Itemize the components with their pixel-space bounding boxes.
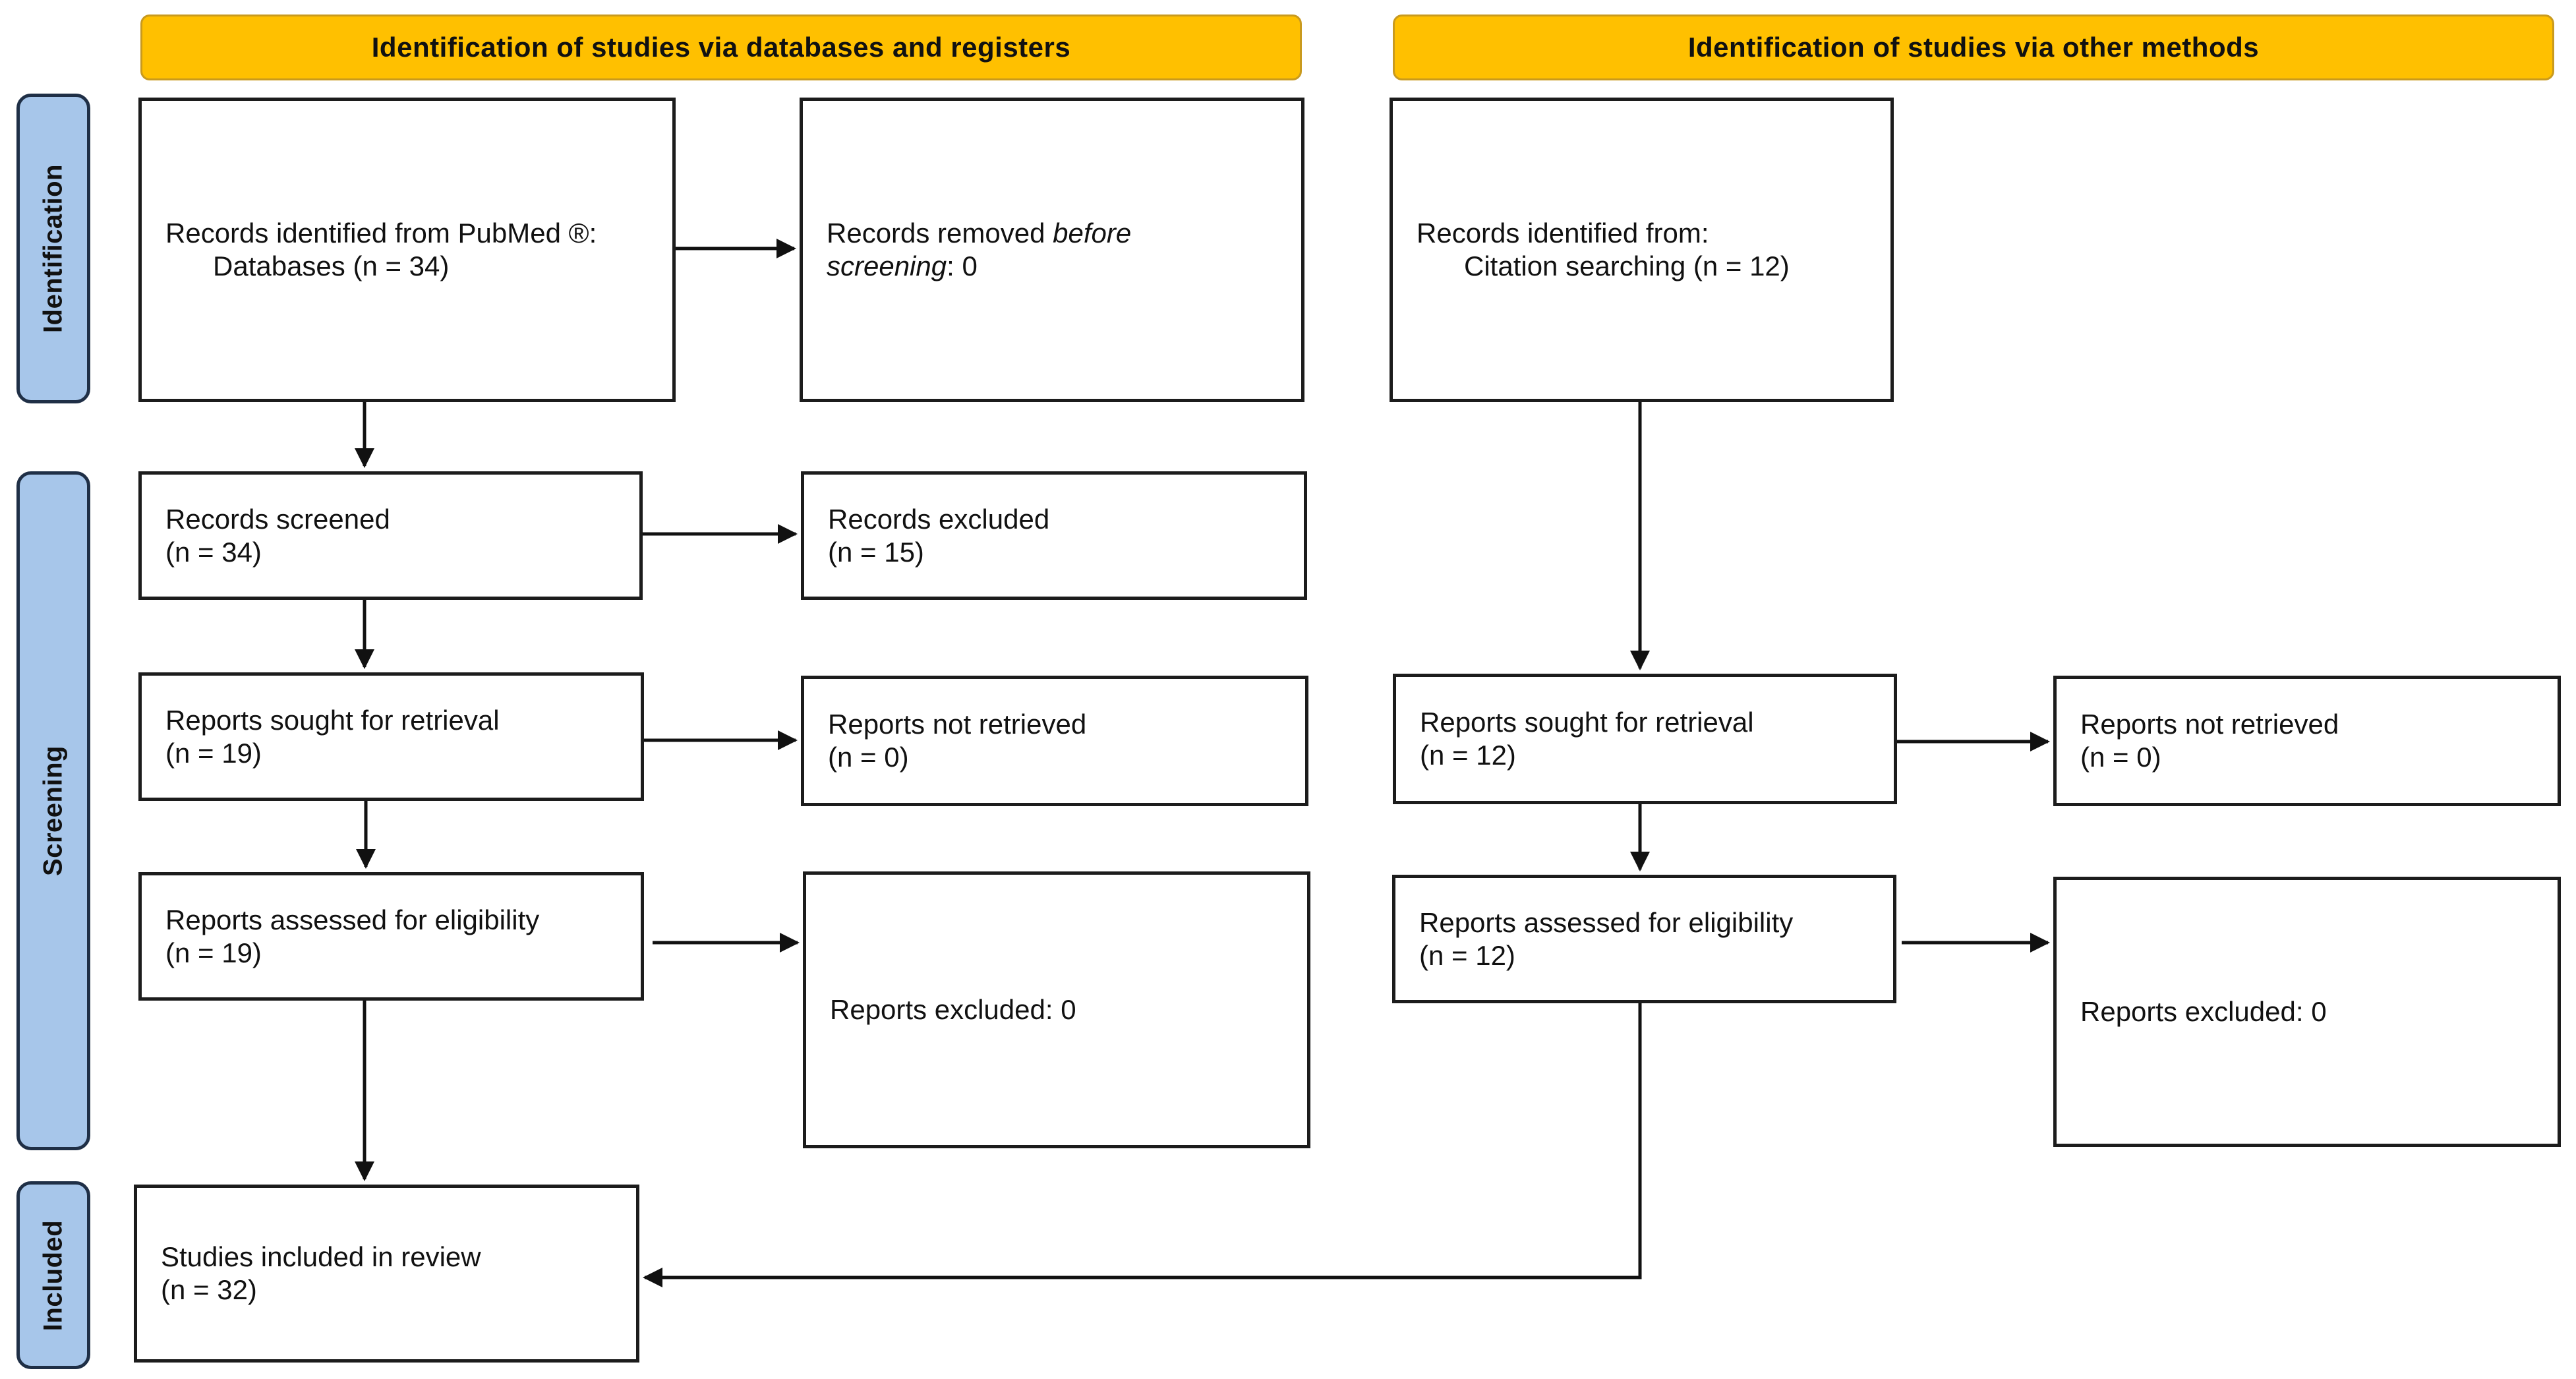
other-reports-not-retrieved-n: (n = 0) (2080, 742, 2161, 773)
studies-included-n: (n = 32) (161, 1274, 257, 1305)
db-records-excluded-label: Records excluded (828, 503, 1050, 535)
db-reports-excluded-label: Reports excluded: 0 (830, 994, 1076, 1025)
db-reports-assessed-label: Reports assessed for eligibility (165, 904, 540, 935)
db-records-excluded-box: Records excluded (n = 15) (801, 471, 1307, 600)
db-records-screened-box: Records screened (n = 34) (138, 471, 643, 600)
other-records-identified-line1: Records identified from: (1417, 218, 1709, 249)
db-reports-not-retrieved-label: Reports not retrieved (828, 709, 1087, 740)
db-reports-sought-n: (n = 19) (165, 737, 262, 769)
db-reports-assessed-box: Reports assessed for eligibility (n = 19… (138, 872, 644, 1001)
db-records-removed-box: Records removed before screening: 0 (800, 98, 1304, 402)
other-reports-not-retrieved-label: Reports not retrieved (2080, 709, 2339, 740)
db-records-identified-line1: Records identified from PubMed ®: (165, 218, 597, 249)
db-reports-not-retrieved-n: (n = 0) (828, 742, 909, 773)
studies-included-box: Studies included in review (n = 32) (134, 1185, 639, 1363)
db-records-screened-label: Records screened (165, 503, 390, 535)
header-databases-registers: Identification of studies via databases … (140, 15, 1302, 80)
other-reports-assessed-box: Reports assessed for eligibility (n = 12… (1392, 875, 1896, 1003)
phase-included: Included (16, 1181, 90, 1369)
before-text: before (1053, 218, 1132, 249)
db-reports-excluded-box: Reports excluded: 0 (803, 871, 1310, 1148)
db-records-identified-line2: Databases (n = 34) (213, 250, 450, 281)
db-reports-assessed-n: (n = 19) (165, 937, 262, 968)
db-reports-not-retrieved-box: Reports not retrieved (n = 0) (801, 676, 1308, 806)
other-reports-assessed-label: Reports assessed for eligibility (1419, 906, 1794, 938)
arrow-other-assessed-to-included (643, 1003, 1642, 1287)
other-reports-sought-n: (n = 12) (1420, 740, 1516, 771)
other-records-identified-box: Records identified from: Citation search… (1390, 98, 1894, 402)
other-reports-sought-box: Reports sought for retrieval (n = 12) (1393, 674, 1897, 804)
db-records-excluded-n: (n = 15) (828, 536, 924, 568)
other-reports-sought-label: Reports sought for retrieval (1420, 707, 1754, 738)
db-records-identified-box: Records identified from PubMed ®: Databa… (138, 98, 676, 402)
other-records-identified-line2: Citation searching (n = 12) (1464, 250, 1790, 281)
other-reports-assessed-n: (n = 12) (1419, 939, 1515, 971)
other-reports-not-retrieved-box: Reports not retrieved (n = 0) (2053, 676, 2561, 806)
other-reports-excluded-label: Reports excluded: 0 (2080, 996, 2327, 1027)
db-reports-sought-box: Reports sought for retrieval (n = 19) (138, 672, 644, 801)
screening-text: screening (827, 250, 947, 281)
phase-screening: Screening (16, 471, 90, 1150)
studies-included-label: Studies included in review (161, 1241, 481, 1272)
db-records-screened-n: (n = 34) (165, 536, 262, 568)
db-records-removed-line2: screening: 0 (827, 250, 978, 281)
other-reports-excluded-box: Reports excluded: 0 (2053, 877, 2561, 1147)
db-reports-sought-label: Reports sought for retrieval (165, 704, 500, 736)
phase-identification: Identification (16, 94, 90, 403)
header-other-methods: Identification of studies via other meth… (1393, 15, 2554, 80)
db-records-removed-line1: Records removed before (827, 218, 1132, 249)
